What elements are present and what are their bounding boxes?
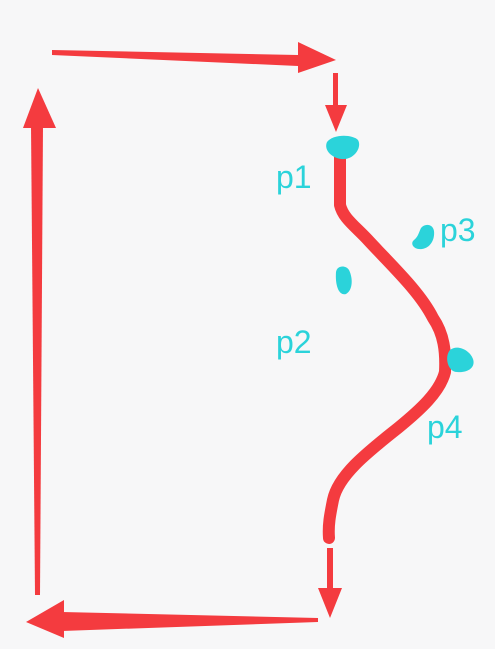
label-p4: p4 <box>427 409 463 445</box>
arrows <box>23 42 347 638</box>
point-p4-marker <box>447 347 474 373</box>
arrow-left-up <box>23 88 56 595</box>
label-p2: p2 <box>276 324 312 360</box>
curve-path <box>322 146 452 544</box>
point-p1-marker <box>326 135 360 160</box>
point-p2-marker <box>335 266 352 295</box>
arrow-end-marker-down <box>318 548 342 618</box>
point-labels: p1 p2 p3 p4 <box>276 159 476 445</box>
point-p3-marker <box>412 224 435 250</box>
label-p3: p3 <box>440 212 476 248</box>
arrow-top-right <box>52 42 336 73</box>
points <box>326 135 474 373</box>
arrow-bottom-left <box>26 600 318 638</box>
label-p1: p1 <box>276 159 312 195</box>
arrow-start-marker-down <box>325 73 347 132</box>
